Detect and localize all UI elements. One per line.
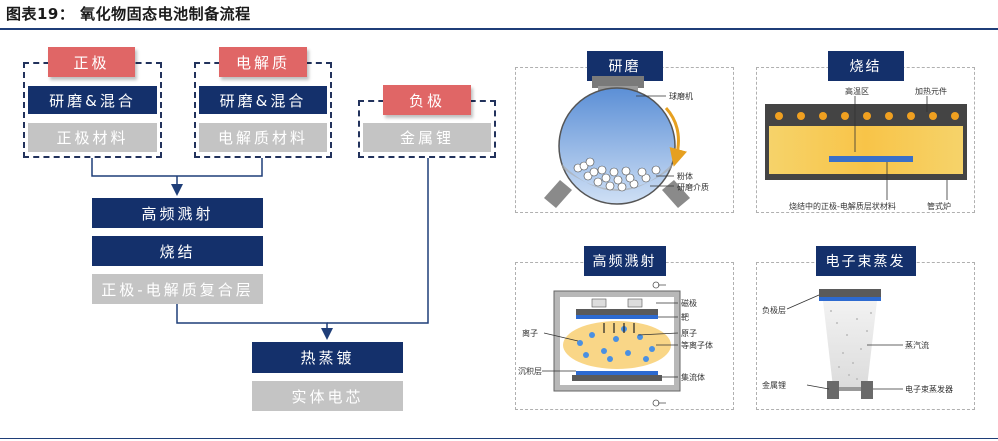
panel-sputtering-title: 高频溅射	[583, 246, 666, 276]
sputtering-chamber-illustration	[542, 281, 681, 407]
panel-sintering: 烧结 高温区 加热元件 烧结中的正极-电解质层状材料 管式炉	[756, 51, 975, 213]
evaporation-step: 热蒸镀	[252, 342, 403, 373]
panel-ebeam-title: 电子束蒸发	[815, 246, 916, 276]
label-current-collector: 集流体	[681, 373, 705, 382]
bottom-rule	[0, 438, 998, 439]
electrolyte-material: 电解质材料	[199, 123, 327, 152]
ball-mill-illustration	[544, 76, 690, 208]
panel-sintering-title: 烧结	[827, 51, 904, 81]
panel-grinding: 研磨 球磨机 粉体 研磨介质	[515, 51, 734, 213]
tube-furnace-illustration	[765, 96, 967, 200]
electrolyte-grind-step: 研磨&混合	[199, 86, 327, 114]
sputter-step: 高频溅射	[92, 198, 263, 228]
label-tube-furnace: 管式炉	[927, 202, 951, 211]
connector-anode	[327, 158, 429, 324]
label-ebeam-evaporator: 电子束蒸发器	[905, 385, 953, 394]
label-hot-zone: 高温区	[845, 87, 869, 96]
label-vapor-flow: 蒸汽流	[905, 341, 929, 350]
label-target: 靶	[681, 313, 689, 322]
label-heating-element: 加热元件	[915, 87, 947, 96]
label-deposition-layer: 沉积层	[518, 367, 542, 376]
label-ball-mill: 球磨机	[669, 92, 693, 101]
label-sintering-layer: 烧结中的正极-电解质层状材料	[789, 202, 896, 211]
panel-sputtering: 高频溅射 磁极 靶 离子 原子 等离子体	[515, 246, 734, 410]
sinter-step: 烧结	[92, 236, 263, 266]
label-plasma: 等离子体	[681, 341, 713, 350]
electrolyte-header: 电解质	[219, 47, 307, 77]
cathode-header: 正极	[48, 47, 135, 77]
figure-title: 图表19： 氧化物固态电池制备流程	[6, 5, 251, 23]
connector-composite	[176, 304, 333, 340]
label-anode-layer: 负极层	[762, 306, 786, 315]
connector-cathode	[91, 158, 263, 177]
panel-ebeam: 电子束蒸发 负极层 蒸汽流 金属锂 电子束蒸发器	[756, 246, 975, 410]
cathode-material: 正极材料	[28, 123, 157, 152]
cathode-grind-step: 研磨&混合	[28, 86, 157, 114]
top-rule	[0, 28, 998, 30]
anode-material: 金属锂	[363, 123, 491, 152]
panel-grinding-title: 研磨	[586, 51, 663, 81]
label-grinding-media: 研磨介质	[677, 183, 709, 192]
composite-layer: 正极-电解质复合层	[92, 274, 263, 304]
label-powder: 粉体	[677, 172, 693, 181]
ebeam-evaporator-illustration	[786, 289, 903, 399]
label-ion: 离子	[522, 329, 538, 338]
solid-cell: 实体电芯	[252, 381, 403, 411]
label-magnetic-pole: 磁极	[681, 299, 697, 308]
label-lithium-metal: 金属锂	[762, 381, 786, 390]
anode-header: 负极	[383, 85, 471, 115]
label-atom: 原子	[681, 329, 697, 338]
